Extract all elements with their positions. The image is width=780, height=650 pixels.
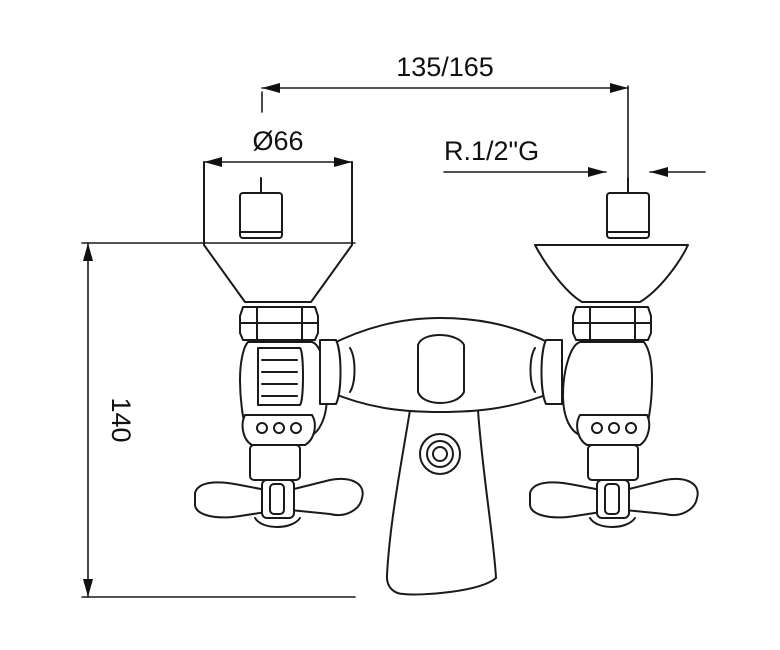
left-handle bbox=[194, 481, 267, 519]
left-valve bbox=[194, 161, 364, 528]
arrow-left bbox=[204, 157, 222, 167]
arrow-left bbox=[650, 167, 668, 177]
diameter-label: Ø66 bbox=[252, 126, 303, 156]
dimension-thread: R.1/2"G bbox=[443, 136, 706, 177]
arrow-right bbox=[588, 167, 606, 177]
spout bbox=[385, 409, 497, 596]
arrow-right bbox=[334, 157, 352, 167]
arrow-up bbox=[83, 243, 93, 261]
arrow-left bbox=[262, 83, 280, 93]
dimension-height: 140 bbox=[81, 242, 356, 598]
overall-spacing-label: 135/165 bbox=[396, 52, 494, 82]
dimension-overall-spacing: 135/165 bbox=[261, 52, 629, 191]
right-handle bbox=[529, 481, 602, 519]
right-escutcheon bbox=[534, 244, 689, 303]
right-valve bbox=[529, 177, 699, 528]
bridge-body bbox=[329, 317, 554, 413]
height-label: 140 bbox=[106, 397, 136, 442]
left-escutcheon bbox=[203, 161, 353, 303]
thread-label: R.1/2"G bbox=[444, 136, 539, 166]
arrow-down bbox=[83, 579, 93, 597]
arrow-right bbox=[610, 83, 628, 93]
dimension-diameter: Ø66 bbox=[203, 126, 353, 167]
